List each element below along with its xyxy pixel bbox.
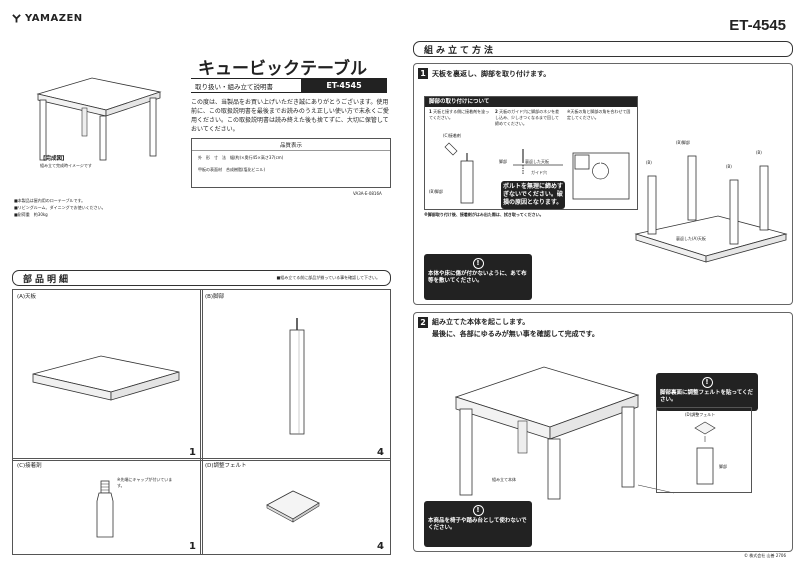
adhesive-bottle-illustration — [96, 480, 114, 538]
quality-code: VA3A-E-0816A — [353, 191, 382, 196]
step-number: 1 — [418, 68, 428, 79]
exclamation-icon: ! — [701, 377, 713, 388]
part-label: (B)脚部 — [205, 294, 225, 300]
sub-step-1: 1 天板と接する側に接着剤を塗ってください。 — [429, 109, 491, 121]
sub-step-no: 2 — [495, 109, 498, 114]
felt-detail-box: (D)調整フェルト 脚部 — [656, 407, 752, 493]
step-number: 2 — [418, 317, 428, 328]
part-label: (A)天板 — [17, 294, 37, 300]
part-qty: 1 — [189, 447, 196, 458]
part-label: (D)調整フェルト — [205, 463, 247, 469]
caution-box: ! 本体や床に傷が付かないように、あて布等を敷いてください。 — [424, 254, 532, 300]
part-qty: 4 — [377, 541, 384, 552]
document-title: キュービックテーブル — [198, 59, 367, 79]
part-note: ※先端にキャップが付いています。 — [117, 477, 173, 488]
guide-label: ガイド穴 — [531, 170, 547, 175]
caution-text: 本商品を椅子や踏み台として使わないでください。 — [428, 518, 527, 531]
felt-pad-illustration — [266, 490, 320, 523]
step2-header: 2 組み立てた本体を起こします。 最後に、各部にゆるみが無い事を確認して完成です… — [418, 317, 599, 339]
parts-note: ■組み立てる前に部品が揃っている事を確認して下さい。 — [276, 275, 380, 280]
leg-illustration — [289, 318, 305, 435]
quality-label-box: 品質表示 外 形 寸 法 幅(約)×奥行45×高さ37(cm) 甲板の表面材 合… — [191, 138, 391, 188]
brand-name: YAMAZEN — [25, 13, 83, 24]
part-box-b: (B)脚部 4 — [200, 289, 391, 461]
caution-box: ! 本商品を椅子や踏み台として使わないでください。 — [424, 501, 532, 547]
assembly-heading: 組み立て方法 — [424, 45, 497, 56]
step1-header: 1 天板を裏返し、脚部を取り付けます。 — [418, 68, 550, 79]
bolt-warning: ボルトを無理に締めすぎないでください。破損の原因となります。 — [501, 181, 565, 209]
felt-label: (D)調整フェルト — [685, 412, 716, 417]
leg-b-label: (B) — [756, 150, 762, 155]
topboard-label: 裏返した(A)天板 — [676, 236, 706, 241]
intro-text: この度は、当製品をお買い上げいただき誠にありがとうございます。使用前に、この取扱… — [191, 99, 389, 133]
quality-row: 甲板の表面材 合成樹脂(塩化ビニル) — [198, 167, 266, 172]
leg-attach-detail-box: 脚部の取り付けについて 1 天板と接する側に接着剤を塗ってください。 2 天板の… — [424, 96, 638, 210]
subtitle: 取り扱い・組み立て説明書 — [195, 82, 273, 91]
step-text: 組み立てた本体を起こします。 — [432, 318, 530, 326]
assembly-heading-bar: 組み立て方法 — [413, 41, 793, 57]
leg-label: (B)脚部 — [429, 189, 443, 194]
cover-note: ■耐荷重 約30kg — [14, 212, 48, 217]
part-label: (C)接着剤 — [17, 463, 42, 469]
step1-panel: 1 天板を裏返し、脚部を取り付けます。 脚部の取り付けについて 1 天板と接する… — [413, 63, 793, 305]
parts-heading-bar: 部品明細 ■組み立てる前に部品が揃っている事を確認して下さい。 — [12, 270, 391, 286]
part-box-c: (C)接着剤 ※先端にキャップが付いています。 1 — [12, 458, 203, 555]
finished-note: 組み立て完成時イメージです — [40, 163, 92, 168]
screw-label: 脚部 — [499, 159, 507, 164]
quality-title: 品質表示 — [192, 141, 390, 151]
legs-on-topboard-illustration — [634, 155, 788, 263]
sub-step-2: 2 天板のガイド穴に脚部のネジを差し込み、少しきつくなるまで回して締めてください… — [495, 109, 561, 127]
brand-logo: YAMAZEN — [12, 13, 83, 24]
cover-note: ■リビングルーム、ダイニングでお使いください。 — [14, 205, 106, 210]
part-qty: 1 — [189, 541, 196, 552]
leg-b-label: (B) — [646, 160, 652, 165]
step-text: 最後に、各部にゆるみが無い事を確認して完成です。 — [432, 330, 599, 338]
adhesive-applying-illustration — [444, 142, 474, 204]
assembled-table-illustration — [454, 366, 675, 500]
sub-step-text: 天板のガイド穴に脚部のネジを差し込み、少しきつくなるまで回して締めてください。 — [495, 109, 560, 126]
felt-caution-text: 脚部裏面に調整フェルトを貼ってください。 — [660, 390, 754, 403]
leg-b-label: (B) — [726, 164, 732, 169]
corner-align-illustration — [572, 152, 630, 200]
exclamation-icon: ! — [472, 258, 484, 269]
felt-apply-illustration — [694, 421, 716, 485]
part-qty: 4 — [377, 447, 384, 458]
cover-note: ■本製品は屋内用のローテーブルです。 — [14, 198, 86, 203]
sub-step-no: 1 — [429, 109, 432, 114]
caution-text: 本体や床に傷が付かないように、あて布等を敷いてください。 — [428, 271, 527, 284]
wipe-note: ※脚部取り付け後、接着剤がはみ出た際は、拭き取ってください。 — [424, 212, 544, 217]
adhesive-label: (C)接着剤 — [443, 133, 461, 138]
screw-insert-illustration — [513, 149, 563, 175]
felt-caution-box: ! 脚部裏面に調整フェルトを貼ってください。 — [656, 373, 758, 411]
step-text: 天板を裏返し、脚部を取り付けます。 — [432, 69, 551, 78]
parts-heading: 部品明細 — [23, 274, 72, 285]
sub-step-3: ※天板の角と脚部の角を合わせて固定してください。 — [567, 109, 631, 120]
leg-label: 脚部 — [719, 464, 727, 469]
part-box-a: (A)天板 1 — [12, 289, 203, 461]
finished-table-illustration — [36, 77, 162, 161]
underside-label: 裏返した天板 — [525, 159, 549, 164]
model-number: ET-4545 — [729, 17, 786, 34]
finished-label: 【完成図】 — [40, 156, 68, 162]
exclamation-icon: ! — [472, 505, 484, 516]
step2-panel: 2 組み立てた本体を起こします。 最後に、各部にゆるみが無い事を確認して完成です… — [413, 312, 793, 552]
part-box-d: (D)調整フェルト 4 — [200, 458, 391, 555]
model-badge: ET-4545 — [301, 79, 387, 92]
subtitle-bar: 取り扱い・組み立て説明書 ET-4545 — [191, 78, 387, 93]
body-label: 組み立て本体 — [492, 477, 516, 482]
quality-row: 外 形 寸 法 幅(約)×奥行45×高さ37(cm) — [198, 155, 284, 160]
copyright: © 株式会社 山善 2706 — [744, 553, 786, 558]
legs-label: (B)脚部 — [676, 140, 690, 145]
sub-step-text: 天板と接する側に接着剤を塗ってください。 — [429, 109, 490, 120]
topboard-illustration — [32, 355, 180, 401]
detail-title: 脚部の取り付けについて — [425, 97, 637, 107]
yamazen-logo-icon — [12, 14, 21, 23]
